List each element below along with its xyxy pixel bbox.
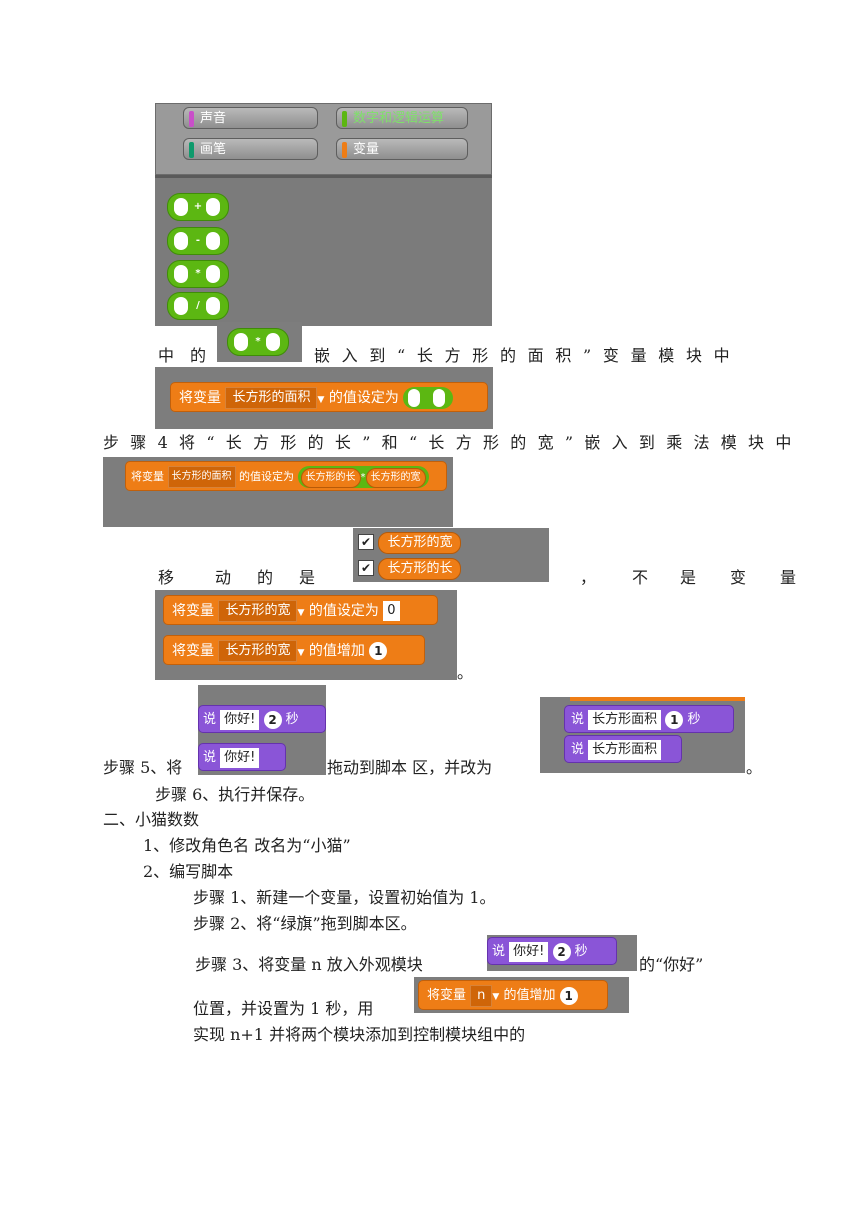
say-area-blocks-image: 说 长方形面积 1 秒 说 长方形面积 bbox=[540, 697, 745, 773]
variable-dropdown: 长方形的面积 bbox=[167, 466, 236, 488]
multiply-operator-block: * bbox=[227, 328, 289, 356]
text-de2: 的 bbox=[257, 568, 274, 587]
text-de: 的 bbox=[190, 346, 207, 365]
variable-dropdown: 长方形的面积 bbox=[225, 387, 318, 409]
step6-text: 步骤 6、执行并保存。 bbox=[155, 785, 315, 804]
category-label: 声音 bbox=[200, 111, 227, 126]
checkbox-icon: ✔ bbox=[358, 560, 374, 576]
increment-n-block: 将变量 n▼ 的值增加 1 bbox=[418, 980, 608, 1010]
variable-row-length: ✔ 长方形的长 bbox=[358, 558, 462, 580]
period-1: 。 bbox=[457, 663, 474, 682]
say-block: 说 你好! bbox=[198, 743, 286, 771]
say-for-secs-block: 说 你好! 2 秒 bbox=[487, 937, 617, 965]
increment-width-block: 将变量 长方形的宽▼ 的值增加 1 bbox=[163, 635, 425, 665]
divide-operator-block[interactable]: / bbox=[167, 292, 229, 320]
category-label: 数字和逻辑运算 bbox=[353, 111, 445, 126]
variable-dropdown: 长方形的宽 bbox=[218, 640, 298, 662]
set-area-multiply-block-image: 将变量 长方形的面积 的值设定为 长方形的长*长方形的宽 bbox=[103, 457, 453, 527]
variable-list-image: ✔ 长方形的宽 ✔ 长方形的长 bbox=[353, 528, 549, 582]
say-blocks-image: 说 你好! 2 秒 说 你好! bbox=[198, 685, 326, 775]
palette-categories-panel: 声音 数字和逻辑运算 画笔 变量 bbox=[155, 103, 492, 175]
increment-n-block-image: 将变量 n▼ 的值增加 1 bbox=[414, 977, 629, 1013]
step5-text-a: 步骤 5、将 bbox=[103, 758, 183, 777]
category-color-stripe bbox=[342, 142, 347, 158]
text-yi: 移 bbox=[158, 568, 175, 587]
category-color-stripe bbox=[189, 111, 194, 127]
line1-text: 嵌 入 到 “ 长 方 形 的 面 积 ” 变 量 模 块 中 bbox=[314, 346, 733, 365]
text-bu: 不 bbox=[632, 568, 649, 587]
variable-reporter: 长方形的宽 bbox=[378, 532, 462, 554]
palette-blocks-area: + - * / bbox=[155, 175, 492, 326]
variable-dropdown: n bbox=[470, 984, 493, 1007]
substep-2: 步骤 2、将“绿旗”拖到脚本区。 bbox=[193, 914, 417, 933]
category-label: 变量 bbox=[353, 142, 380, 157]
item-2: 2、编写脚本 bbox=[143, 862, 234, 881]
variable-row-width: ✔ 长方形的宽 bbox=[358, 532, 462, 554]
text-zhong: 中 bbox=[158, 346, 175, 365]
set-area-block-image: 将变量 长方形的面积▼ 的值设定为 bbox=[155, 367, 493, 429]
category-color-stripe bbox=[342, 111, 347, 127]
text-liang: 量 bbox=[780, 568, 797, 587]
text-comma: ， bbox=[580, 568, 597, 587]
say-for-secs-block: 说 你好! 2 秒 bbox=[198, 705, 326, 733]
category-variables-button[interactable]: 变量 bbox=[336, 138, 468, 160]
text-dong: 动 bbox=[215, 568, 232, 587]
step5-text-b: 拖动到脚本 区，并改为 bbox=[327, 758, 493, 777]
section-heading: 二、小猫数数 bbox=[103, 810, 200, 829]
set-width-block: 将变量 长方形的宽▼ 的值设定为 0 bbox=[163, 595, 438, 625]
substep-1: 步骤 1、新建一个变量，设置初始值为 1。 bbox=[193, 888, 496, 907]
multiply-operator-block[interactable]: * bbox=[167, 260, 229, 288]
set-variable-block: 将变量 长方形的面积▼ 的值设定为 bbox=[170, 382, 488, 412]
say-area-block: 说 长方形面积 bbox=[564, 735, 682, 763]
checkbox-icon: ✔ bbox=[358, 534, 374, 550]
width-blocks-image: 将变量 长方形的宽▼ 的值设定为 0 将变量 长方形的宽▼ 的值增加 1 bbox=[155, 590, 457, 680]
say-area-for-secs-block: 说 长方形面积 1 秒 bbox=[564, 705, 734, 733]
variable-dropdown: 长方形的宽 bbox=[218, 600, 298, 622]
multiply-block-image: * bbox=[217, 322, 302, 362]
category-pen-button[interactable]: 画笔 bbox=[183, 138, 318, 160]
substep-5: 实现 n+1 并将两个模块添加到控制模块组中的 bbox=[193, 1025, 526, 1044]
add-operator-block[interactable]: + bbox=[167, 193, 229, 221]
text-shi: 是 bbox=[299, 568, 316, 587]
set-variable-block: 将变量 长方形的面积 的值设定为 长方形的长*长方形的宽 bbox=[125, 461, 447, 491]
category-operators-button[interactable]: 数字和逻辑运算 bbox=[336, 107, 468, 129]
substep-3b: 的“你好” bbox=[639, 955, 704, 974]
substep-3a: 步骤 3、将变量 n 放入外观模块 bbox=[195, 955, 423, 974]
say-block-image-2: 说 你好! 2 秒 bbox=[487, 935, 637, 971]
step5-text-c: 。 bbox=[746, 758, 763, 777]
item-1: 1、修改角色名 改名为“小猫” bbox=[143, 836, 351, 855]
substep-4a: 位置，并设置为 1 秒，用 bbox=[193, 999, 374, 1018]
text-bian: 变 bbox=[730, 568, 747, 587]
subtract-operator-block[interactable]: - bbox=[167, 227, 229, 255]
variable-reporter: 长方形的长 bbox=[378, 558, 462, 580]
text-shi2: 是 bbox=[680, 568, 697, 587]
category-color-stripe bbox=[189, 142, 194, 158]
category-sound-button[interactable]: 声音 bbox=[183, 107, 318, 129]
category-label: 画笔 bbox=[200, 142, 227, 157]
step4-text: 步 骤 4 将 “ 长 方 形 的 长 ” 和 “ 长 方 形 的 宽 ” 嵌 … bbox=[103, 433, 795, 452]
